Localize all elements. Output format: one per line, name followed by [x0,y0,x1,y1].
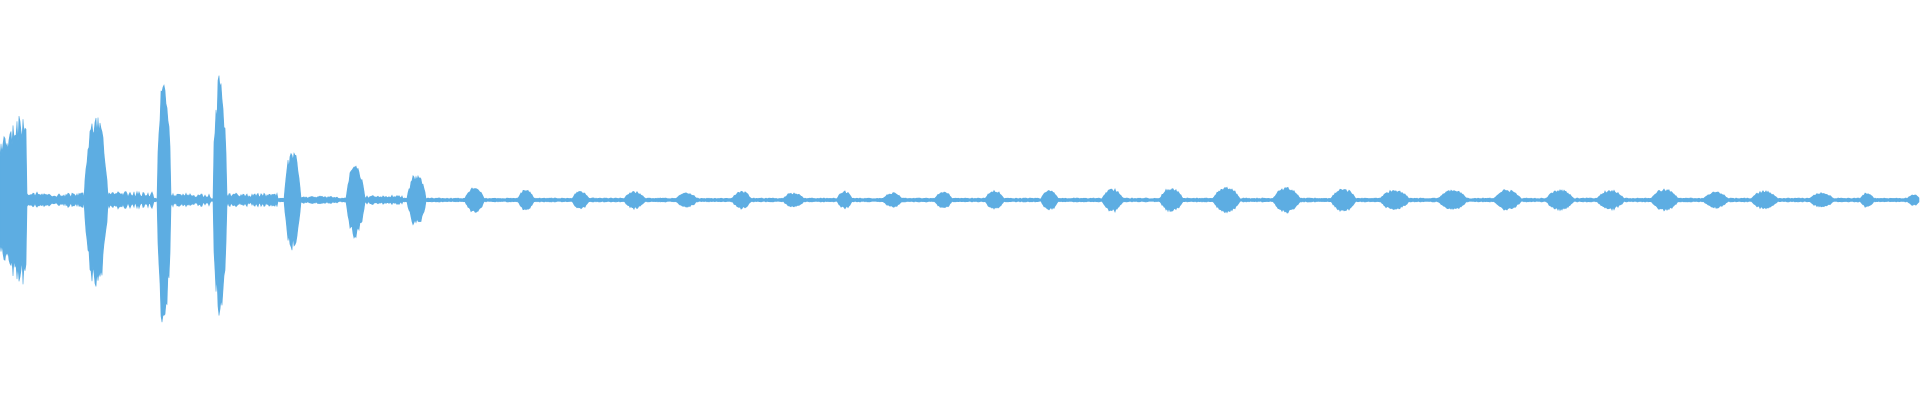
waveform-envelope [0,75,1920,323]
